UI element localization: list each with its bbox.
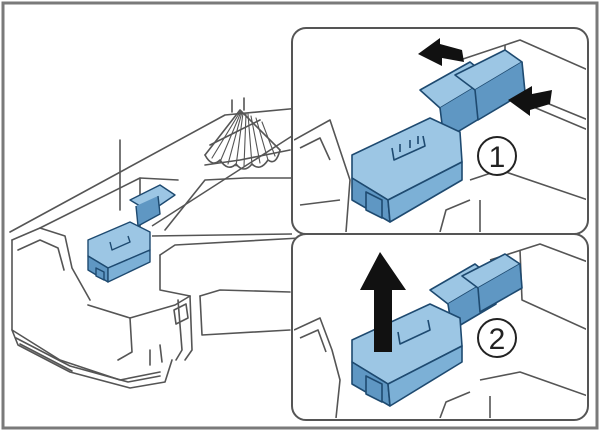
step1-number-badge: 1	[478, 137, 516, 175]
svg-text:1: 1	[489, 141, 506, 174]
step1-panel: 1	[292, 28, 588, 234]
step2-number-badge: 2	[478, 319, 516, 357]
step2-panel: 2	[292, 234, 588, 420]
svg-text:2: 2	[489, 323, 506, 356]
